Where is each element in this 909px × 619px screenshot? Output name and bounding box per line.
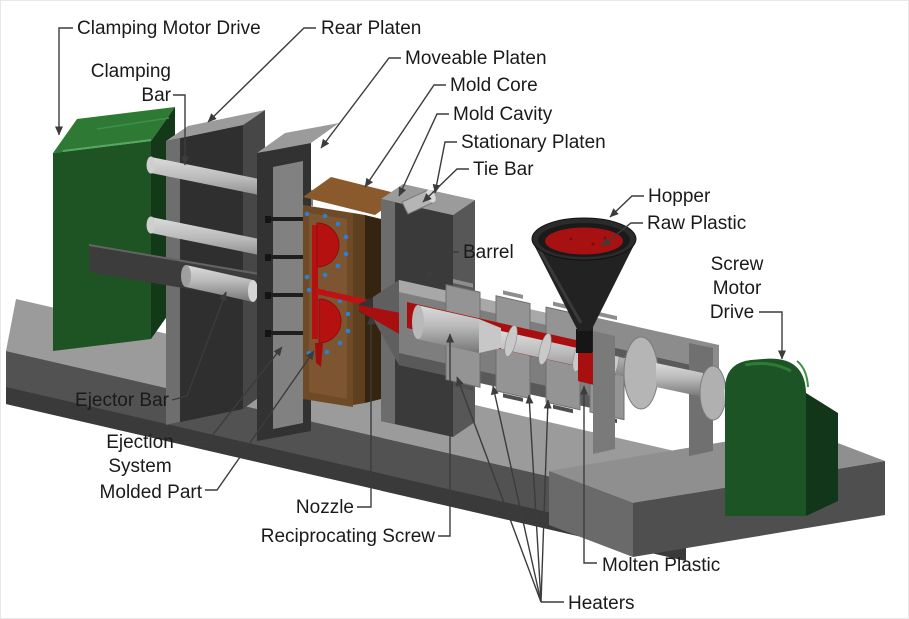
label-moveable-platen: Moveable Platen — [405, 48, 547, 69]
label-barrel: Barrel — [463, 242, 514, 263]
leader-clamping-bar — [173, 94, 189, 166]
leader-molten-plastic — [580, 385, 597, 564]
label-tie-bar: Tie Bar — [473, 159, 534, 180]
screw-motor-drive-part — [725, 358, 838, 516]
leader-screw-motor-drive — [759, 311, 786, 360]
label-clamping-bar-line1: Clamping — [91, 61, 171, 82]
nozzle-part — [359, 280, 401, 365]
label-molded-part: Molded Part — [100, 482, 203, 503]
leader-moveable-platen — [320, 57, 401, 149]
label-hopper: Hopper — [648, 186, 711, 207]
label-mold-core: Mold Core — [450, 75, 538, 96]
leader-ejector-bar — [171, 291, 227, 401]
label-nozzle: Nozzle — [296, 497, 354, 518]
label-clamping-bar-line2: Bar — [141, 85, 171, 106]
hopper-part — [531, 217, 637, 353]
leader-heaters-1 — [456, 376, 542, 603]
labels: Clamping Motor Drive Rear Platen Clampin… — [75, 18, 764, 614]
label-mold-cavity: Mold Cavity — [453, 104, 553, 125]
leader-stationary-platen — [432, 141, 457, 194]
label-ejection-system-line1: Ejection — [106, 432, 174, 453]
raw-plastic-part — [545, 227, 623, 255]
leader-molded-part — [205, 350, 315, 491]
label-molten-plastic: Molten Plastic — [602, 555, 720, 576]
leader-lines — [55, 27, 786, 603]
leader-tie-bar — [422, 168, 469, 203]
leader-rear-platen — [207, 27, 316, 123]
label-clamping-motor-drive: Clamping Motor Drive — [77, 18, 261, 39]
leader-nozzle — [357, 315, 375, 508]
leader-heaters-4 — [540, 399, 552, 603]
leader-heaters-2 — [490, 385, 542, 603]
leader-heaters-3 — [525, 394, 542, 603]
molten-plastic-feed — [578, 349, 594, 385]
leader-raw-plastic — [601, 222, 643, 247]
sprue-runner — [316, 288, 373, 307]
leader-mold-cavity — [398, 113, 449, 197]
label-screw-motor-drive-line2: Motor — [713, 278, 762, 299]
moveable-platen-part — [257, 123, 339, 441]
leader-barrel — [425, 251, 459, 279]
leader-ejection-system — [184, 346, 283, 443]
label-heaters: Heaters — [568, 593, 635, 614]
label-rear-platen: Rear Platen — [321, 18, 421, 39]
ejection-system-part — [181, 265, 258, 302]
label-screw-motor-drive-line1: Screw — [711, 254, 764, 275]
label-screw-motor-drive-line3: Drive — [710, 302, 754, 323]
label-ejector-bar: Ejector Bar — [75, 390, 170, 411]
leader-clamping-motor-drive — [55, 27, 73, 136]
label-reciprocating-screw: Reciprocating Screw — [261, 526, 436, 547]
cooling-channel-dots — [304, 211, 351, 356]
molded-part-part — [312, 222, 342, 367]
leader-reciprocating-screw — [438, 333, 454, 537]
leader-hopper — [609, 195, 644, 218]
label-ejection-system-line2: System — [108, 456, 171, 477]
leader-mold-core — [364, 84, 446, 188]
label-raw-plastic: Raw Plastic — [647, 213, 746, 234]
label-stationary-platen: Stationary Platen — [461, 132, 606, 153]
